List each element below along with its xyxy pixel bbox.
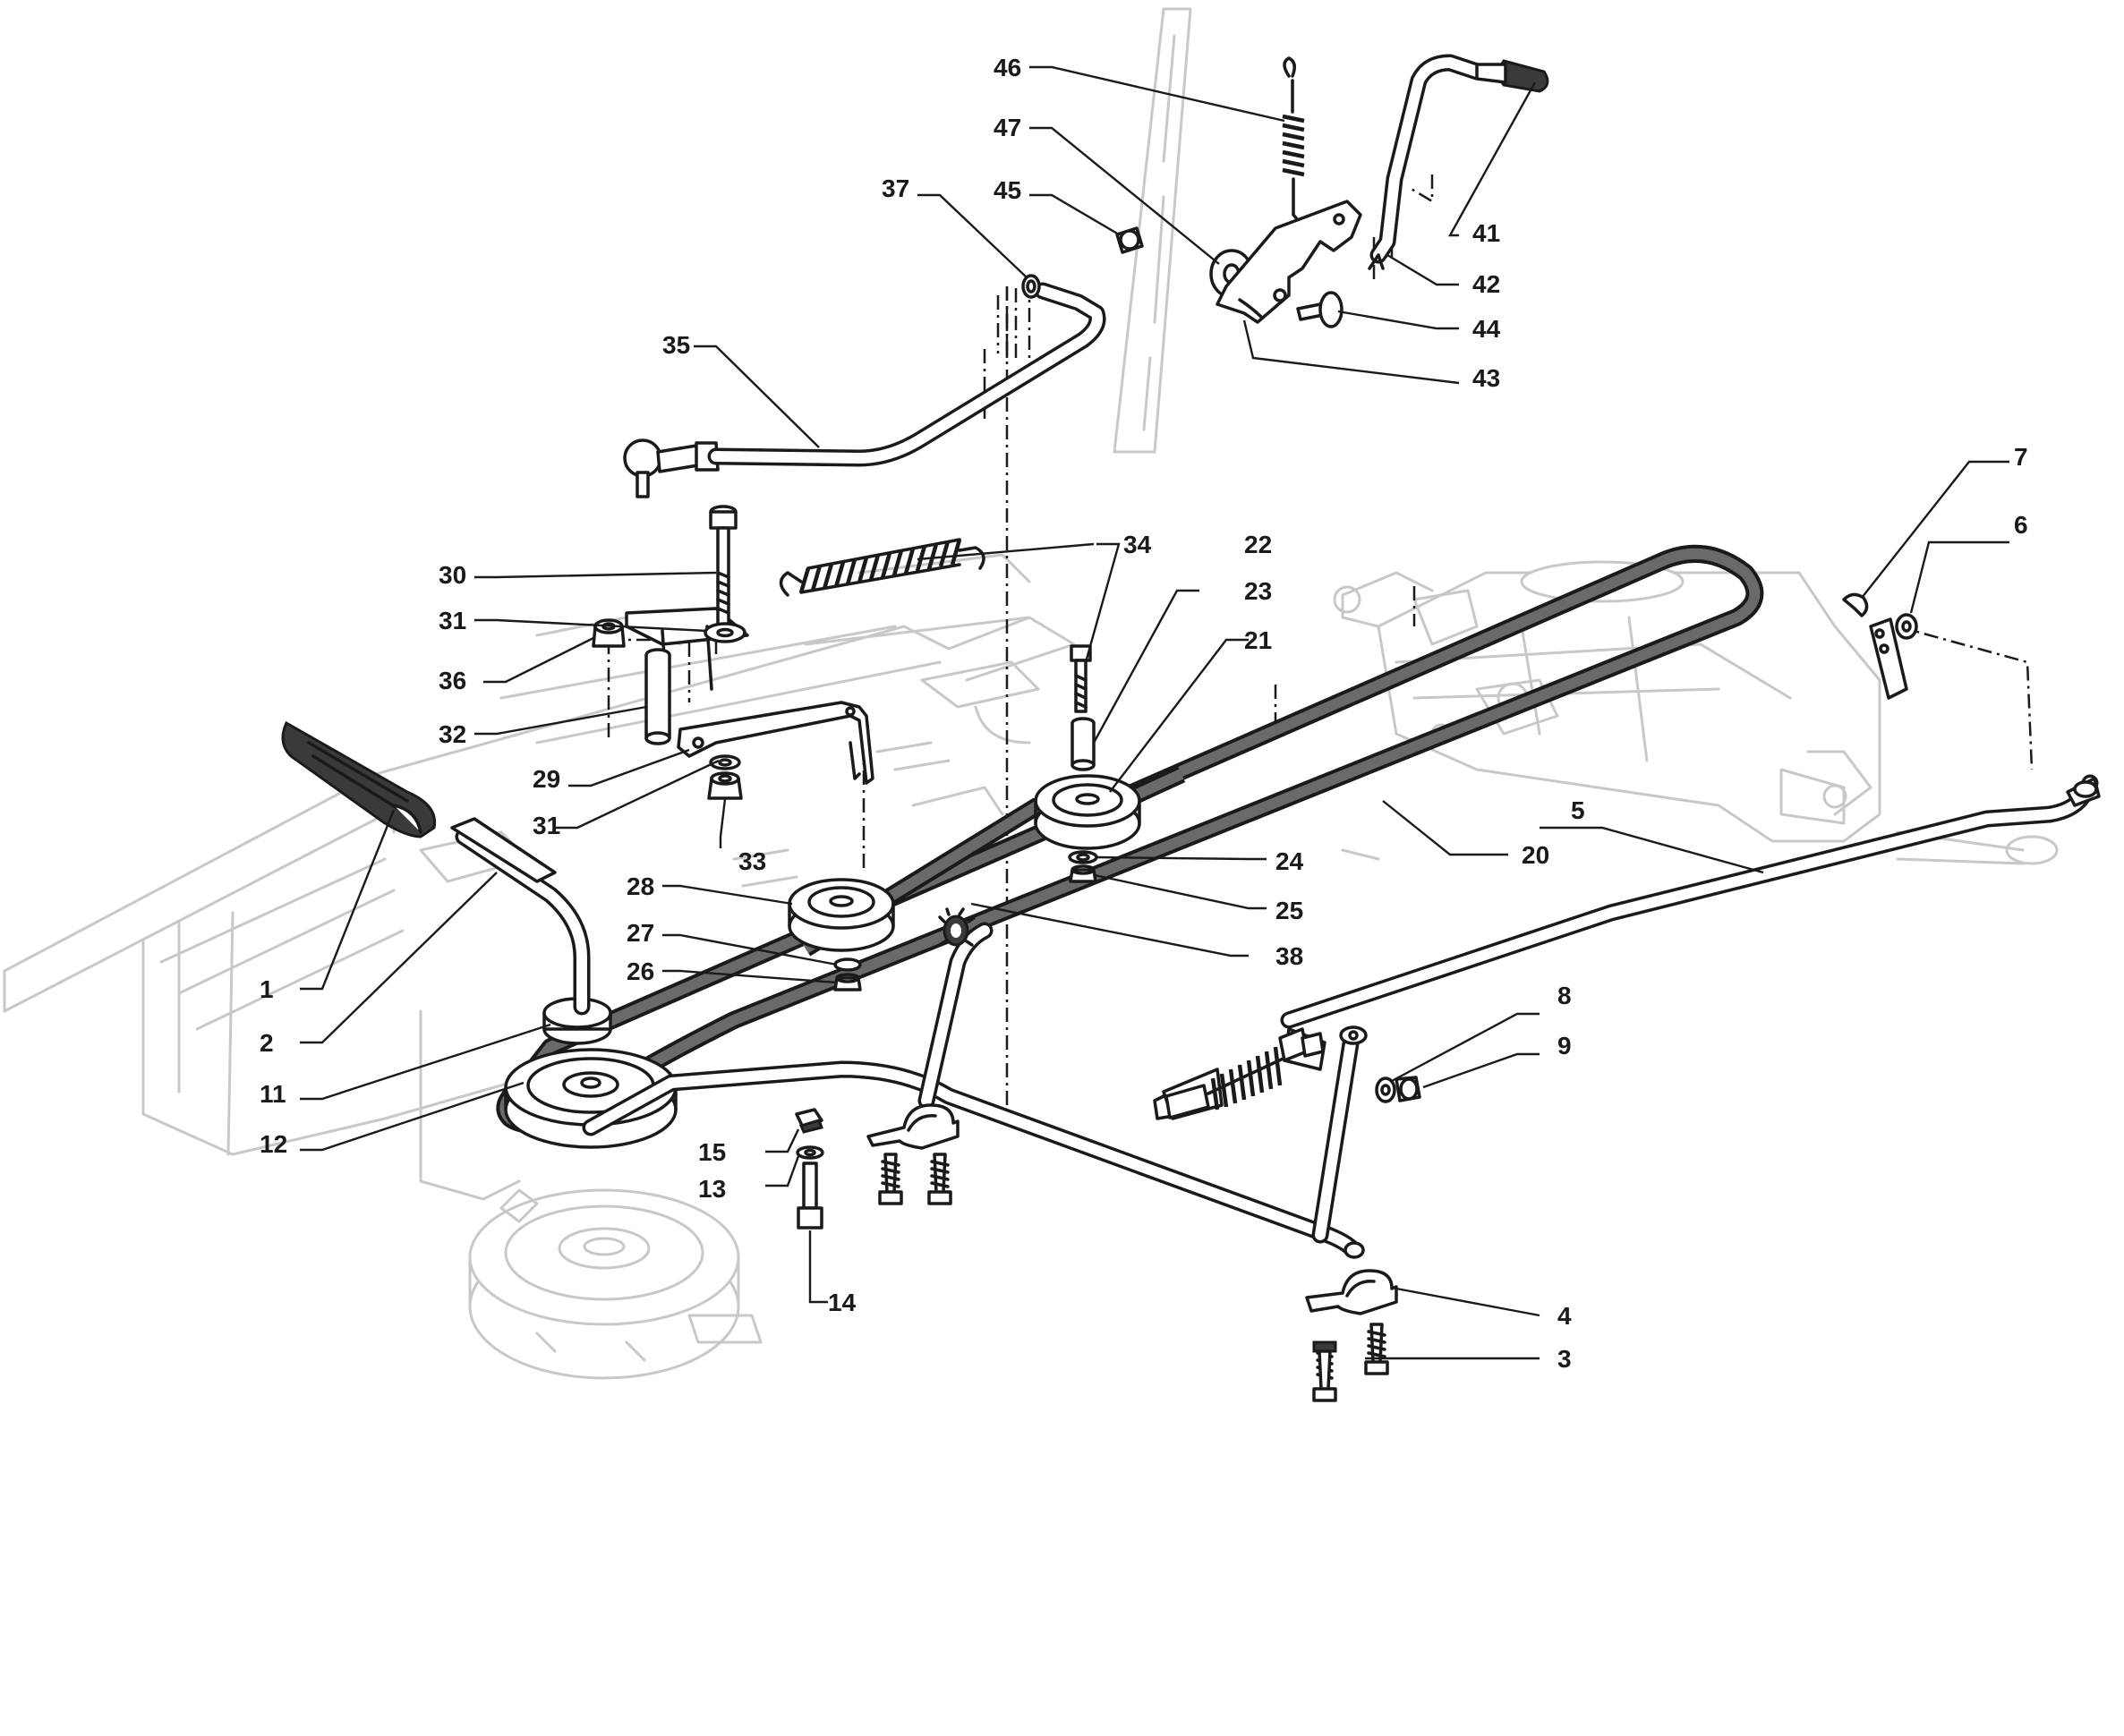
nut-45: [1115, 226, 1144, 254]
callout-11: 11: [260, 1080, 286, 1108]
plate-43: [1216, 200, 1362, 324]
callout-24: 24: [1275, 847, 1304, 875]
callout-43: 43: [1472, 364, 1500, 392]
belt-guide-bar: [582, 922, 1368, 1259]
callout-41: 41: [1472, 219, 1500, 247]
callout-27: 27: [627, 919, 654, 947]
washer-8-nut-9: [1375, 1076, 1421, 1103]
callout-5: 5: [1571, 796, 1585, 824]
callout-labels: 1 2 3 4 5 6 7 8 9 11 12 13 14 15 20 21 2…: [260, 54, 2028, 1373]
callout-33: 33: [738, 847, 766, 875]
pulley-21: [1034, 774, 1141, 850]
clip-7: [1842, 592, 1869, 617]
clamp-4-left: [866, 1103, 960, 1150]
callout-15: 15: [698, 1138, 726, 1166]
pedal-pad: [281, 720, 437, 838]
spacer-32: [644, 648, 671, 745]
callout-34: 34: [1123, 531, 1152, 558]
callout-35: 35: [662, 331, 690, 359]
callout-4: 4: [1557, 1302, 1572, 1330]
clip-37: [1021, 274, 1041, 299]
callout-1: 1: [260, 975, 274, 1003]
pulley-28: [788, 878, 895, 952]
sleeve-23: [1071, 717, 1096, 771]
callout-47: 47: [994, 114, 1021, 141]
nut-36: [592, 618, 626, 648]
callout-9: 9: [1557, 1032, 1572, 1059]
callout-20: 20: [1522, 841, 1549, 869]
knob-44: [1296, 291, 1343, 328]
callout-30: 30: [439, 561, 466, 589]
spacer-11: [542, 997, 612, 1045]
callout-42: 42: [1472, 270, 1500, 298]
callout-29: 29: [533, 765, 560, 793]
callout-7: 7: [2014, 443, 2028, 471]
callout-14: 14: [828, 1289, 857, 1316]
callout-28: 28: [627, 872, 654, 900]
callout-38: 38: [1275, 942, 1303, 970]
callout-23: 23: [1244, 577, 1272, 605]
tension-spring-34: [779, 538, 985, 597]
callout-22: 22: [1244, 531, 1272, 558]
spring-46: [1282, 56, 1305, 227]
washer-31: [704, 622, 746, 770]
callout-32: 32: [439, 720, 466, 748]
handle-41: [1475, 59, 1549, 93]
callout-21: 21: [1244, 626, 1272, 654]
bolt-22: [1070, 644, 1092, 713]
brake-spring-assembly: [1153, 1027, 1326, 1120]
callout-45: 45: [994, 176, 1021, 204]
bolt-13-14-15: [795, 1108, 824, 1230]
background-chassis: [3, 7, 2059, 1380]
callout-46: 46: [994, 54, 1021, 81]
callout-31a: 31: [439, 607, 466, 634]
lever-rod-42: [1368, 54, 1486, 270]
clutch-pedal-rod: [450, 817, 591, 1016]
callout-3: 3: [1557, 1345, 1572, 1373]
callout-8: 8: [1557, 982, 1572, 1009]
callout-6: 6: [2014, 511, 2028, 539]
callout-26: 26: [627, 957, 654, 985]
linkage-rod-35: [623, 282, 1106, 498]
pivot-arm: [1869, 617, 1908, 700]
screws-3: [878, 1153, 1389, 1402]
leader-lines: [300, 65, 2009, 1360]
brake-rod: [1280, 774, 2101, 1029]
callout-2: 2: [260, 1029, 274, 1057]
lock-ring-38: [938, 907, 976, 947]
callout-37: 37: [882, 174, 909, 202]
nut-33: [707, 771, 743, 800]
callout-12: 12: [260, 1130, 287, 1158]
callout-25: 25: [1275, 897, 1303, 924]
callout-13: 13: [698, 1175, 726, 1203]
callout-36: 36: [439, 667, 466, 694]
idler-arm-29: [677, 701, 874, 785]
callout-31b: 31: [533, 812, 560, 839]
clamp-4-right: [1305, 1269, 1398, 1315]
hardware-24-25-26-27: [833, 850, 1098, 991]
callout-44: 44: [1472, 315, 1501, 343]
washer-6: [1895, 613, 1918, 640]
